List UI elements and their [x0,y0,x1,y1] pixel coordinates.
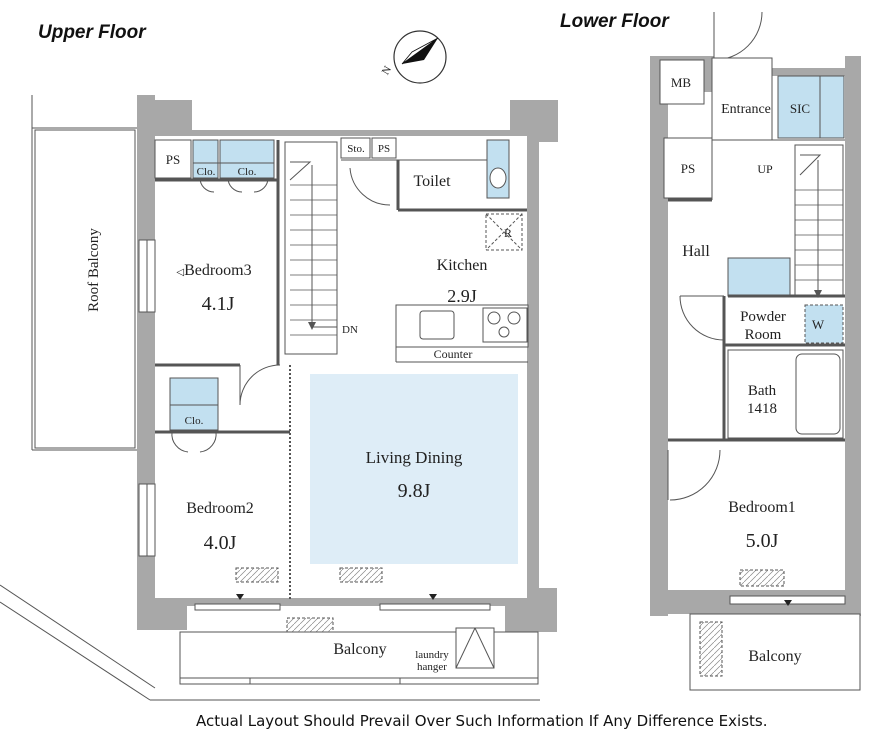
balcony-lower-label: Balcony [748,648,801,665]
wall-east [527,130,539,605]
living-label: Living Dining [366,448,463,467]
disclaimer-text: Actual Layout Should Prevail Over Such I… [196,712,768,730]
wall-north [150,130,540,136]
compass-north-label: N [380,64,394,77]
washer-box [804,304,844,344]
bath-label-2: 1418 [747,401,777,417]
upper-floor-title: Upper Floor [38,22,146,43]
wall-lower-east [845,56,861,616]
laundry-hanger [455,627,495,669]
compass-icon [393,30,447,84]
dn-label: DN [342,324,358,336]
ps-label-upper: PS [166,152,180,167]
bedroom1-size: 5.0J [746,530,779,552]
hall-label: Hall [682,243,710,260]
sic-closet [777,75,845,139]
bedroom2-size: 4.0J [204,532,237,554]
washer-label: W [812,317,825,332]
lower-floor [650,11,861,691]
upper-floor [0,95,558,701]
storage-box [340,137,371,159]
bedroom1-label: Bedroom1 [728,499,796,516]
ps-box-upper [154,139,192,179]
mb-label: MB [671,75,692,90]
lower-floor-title: Lower Floor [560,11,669,32]
bedroom3-label: ◁Bedroom3 [176,262,251,279]
closet-upper-2 [219,139,275,179]
kitchen-size: 2.9J [447,286,477,306]
laundry-label-1: laundry [415,649,449,661]
roof-balcony-label: Roof Balcony [86,228,102,312]
ps-box-upper-2 [371,137,397,159]
mb-box [659,59,705,105]
bedroom3-size: 4.1J [202,293,235,315]
up-label: UP [757,162,773,176]
entrance-label: Entrance [721,102,771,117]
counter-label: Counter [434,347,473,361]
wall-west [137,95,155,610]
stove [482,307,528,343]
closet-upper-1 [192,139,219,179]
bath-label-1: Bath [748,383,777,399]
balcony-label: Balcony [333,641,386,658]
fridge-label: R [504,226,512,240]
ps-box-lower [663,137,713,199]
kitchen-label: Kitchen [437,257,488,274]
closet-bedroom2 [169,377,219,431]
roof-balcony-area [34,129,136,449]
closet-label-3: Clo. [185,415,204,427]
ps-label-upper-2: PS [378,143,390,155]
bedroom2-label: Bedroom2 [186,500,254,517]
ps-label-lower: PS [681,161,695,176]
closet-label-2: Clo. [238,166,257,178]
powder-label-1: Powder [740,309,786,325]
closet-label-1: Clo. [197,166,216,178]
toilet-label: Toilet [413,173,451,190]
living-size: 9.8J [398,480,431,502]
storage-label: Sto. [347,143,365,155]
laundry-label-2: hanger [417,661,447,673]
sic-label: SIC [790,101,810,116]
living-dining-area [310,374,518,564]
powder-label-2: Room [745,327,782,343]
